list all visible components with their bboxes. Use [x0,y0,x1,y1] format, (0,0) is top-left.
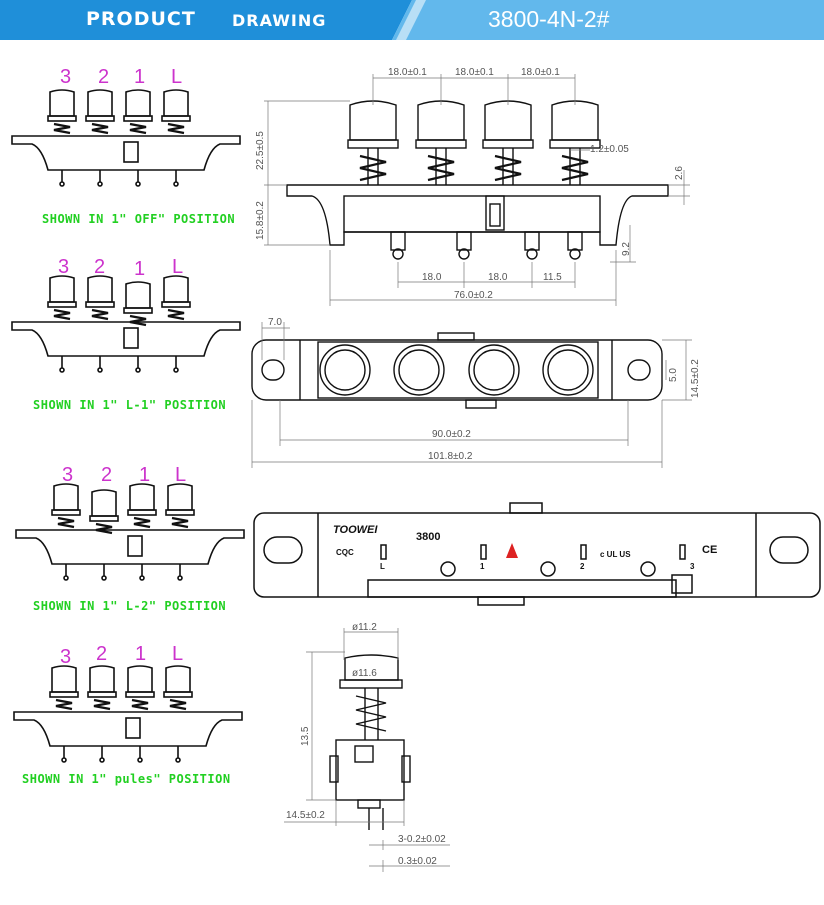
dim-height-top: 22.5±0.5 [255,131,266,170]
caption-off-position: SHOWN IN 1" OFF" POSITION [42,212,236,226]
pcb-pin-1: 1 [480,562,485,571]
button-label-1: 1 [134,66,146,88]
dim-body: 14.5±0.2 [286,810,325,821]
dim-plate: 2.6 [674,166,685,180]
button-label-l: L [172,643,184,665]
dim-pin-spacing-3: 11.5 [543,272,562,283]
button-label-3: 3 [60,646,72,668]
caption-l2-position: SHOWN IN 1" L-2" POSITION [33,599,227,613]
button-label-3: 3 [60,66,72,88]
pcb-pin-l: L [380,562,385,571]
dim-inner: 90.0±0.2 [432,429,471,440]
header-product-text: PRODUCT [86,8,196,30]
button-label-1: 1 [134,258,146,280]
pcb-brand: TOOWEI [333,524,378,536]
header-model-number: 3800-4N-2# [488,6,610,32]
pcb-ce-mark: CE [702,544,718,556]
pcb-cqc-mark: CQC [336,548,354,557]
button-label-1: 1 [135,643,147,665]
button-label-2: 2 [98,66,110,88]
pcb-pin-2: 2 [580,562,585,571]
dim-cap-bottom: ø11.6 [352,668,377,679]
dim-pin-spacing-1: 18.0 [422,272,442,283]
dim-pin-thick: 0.3±0.02 [398,856,437,867]
dim-overall: 101.8±0.2 [428,451,473,462]
pcb-arrow-icon [506,543,518,558]
button-label-2: 2 [101,464,113,486]
pcb-ul-mark: c UL US [600,550,631,559]
button-label-2: 2 [94,256,106,278]
pcb-pin-3: 3 [690,562,695,571]
button-label-2: 2 [96,643,108,665]
button-label-l: L [171,66,183,88]
dim-total: 76.0±0.2 [454,290,493,301]
pcb-model: 3800 [416,531,441,543]
dim-cap-top: ø11.2 [352,622,377,633]
button-label-1: 1 [139,464,151,486]
dim-shaft: 1.2±0.05 [590,144,629,155]
button-label-l: L [175,464,187,486]
dim-pin-spacing-2: 18.0 [488,272,508,283]
header-drawing-text: DRAWING [232,11,327,30]
dim-pitch-2: 18.0±0.1 [455,67,494,78]
button-label-l: L [172,256,184,278]
button-label-3: 3 [62,464,74,486]
dim-side-height: 13.5 [300,726,311,746]
dim-height-bottom: 15.8±0.2 [255,201,266,240]
dim-width: 14.5±0.2 [690,359,701,398]
header-background [0,0,824,40]
dim-pitch-1: 18.0±0.1 [388,67,427,78]
dim-hole: 7.0 [268,317,282,328]
caption-pules-position: SHOWN IN 1" pules" POSITION [22,772,231,786]
dim-pin-pitch: 3-0.2±0.02 [398,834,446,845]
dim-pin: 9.2 [621,242,632,256]
caption-l1-position: SHOWN IN 1" L-1" POSITION [33,398,227,412]
dim-slot: 5.0 [668,368,679,382]
dim-pitch-3: 18.0±0.1 [521,67,560,78]
header-banner: PRODUCT DRAWING 3800-4N-2# [0,0,824,40]
button-label-3: 3 [58,256,70,278]
